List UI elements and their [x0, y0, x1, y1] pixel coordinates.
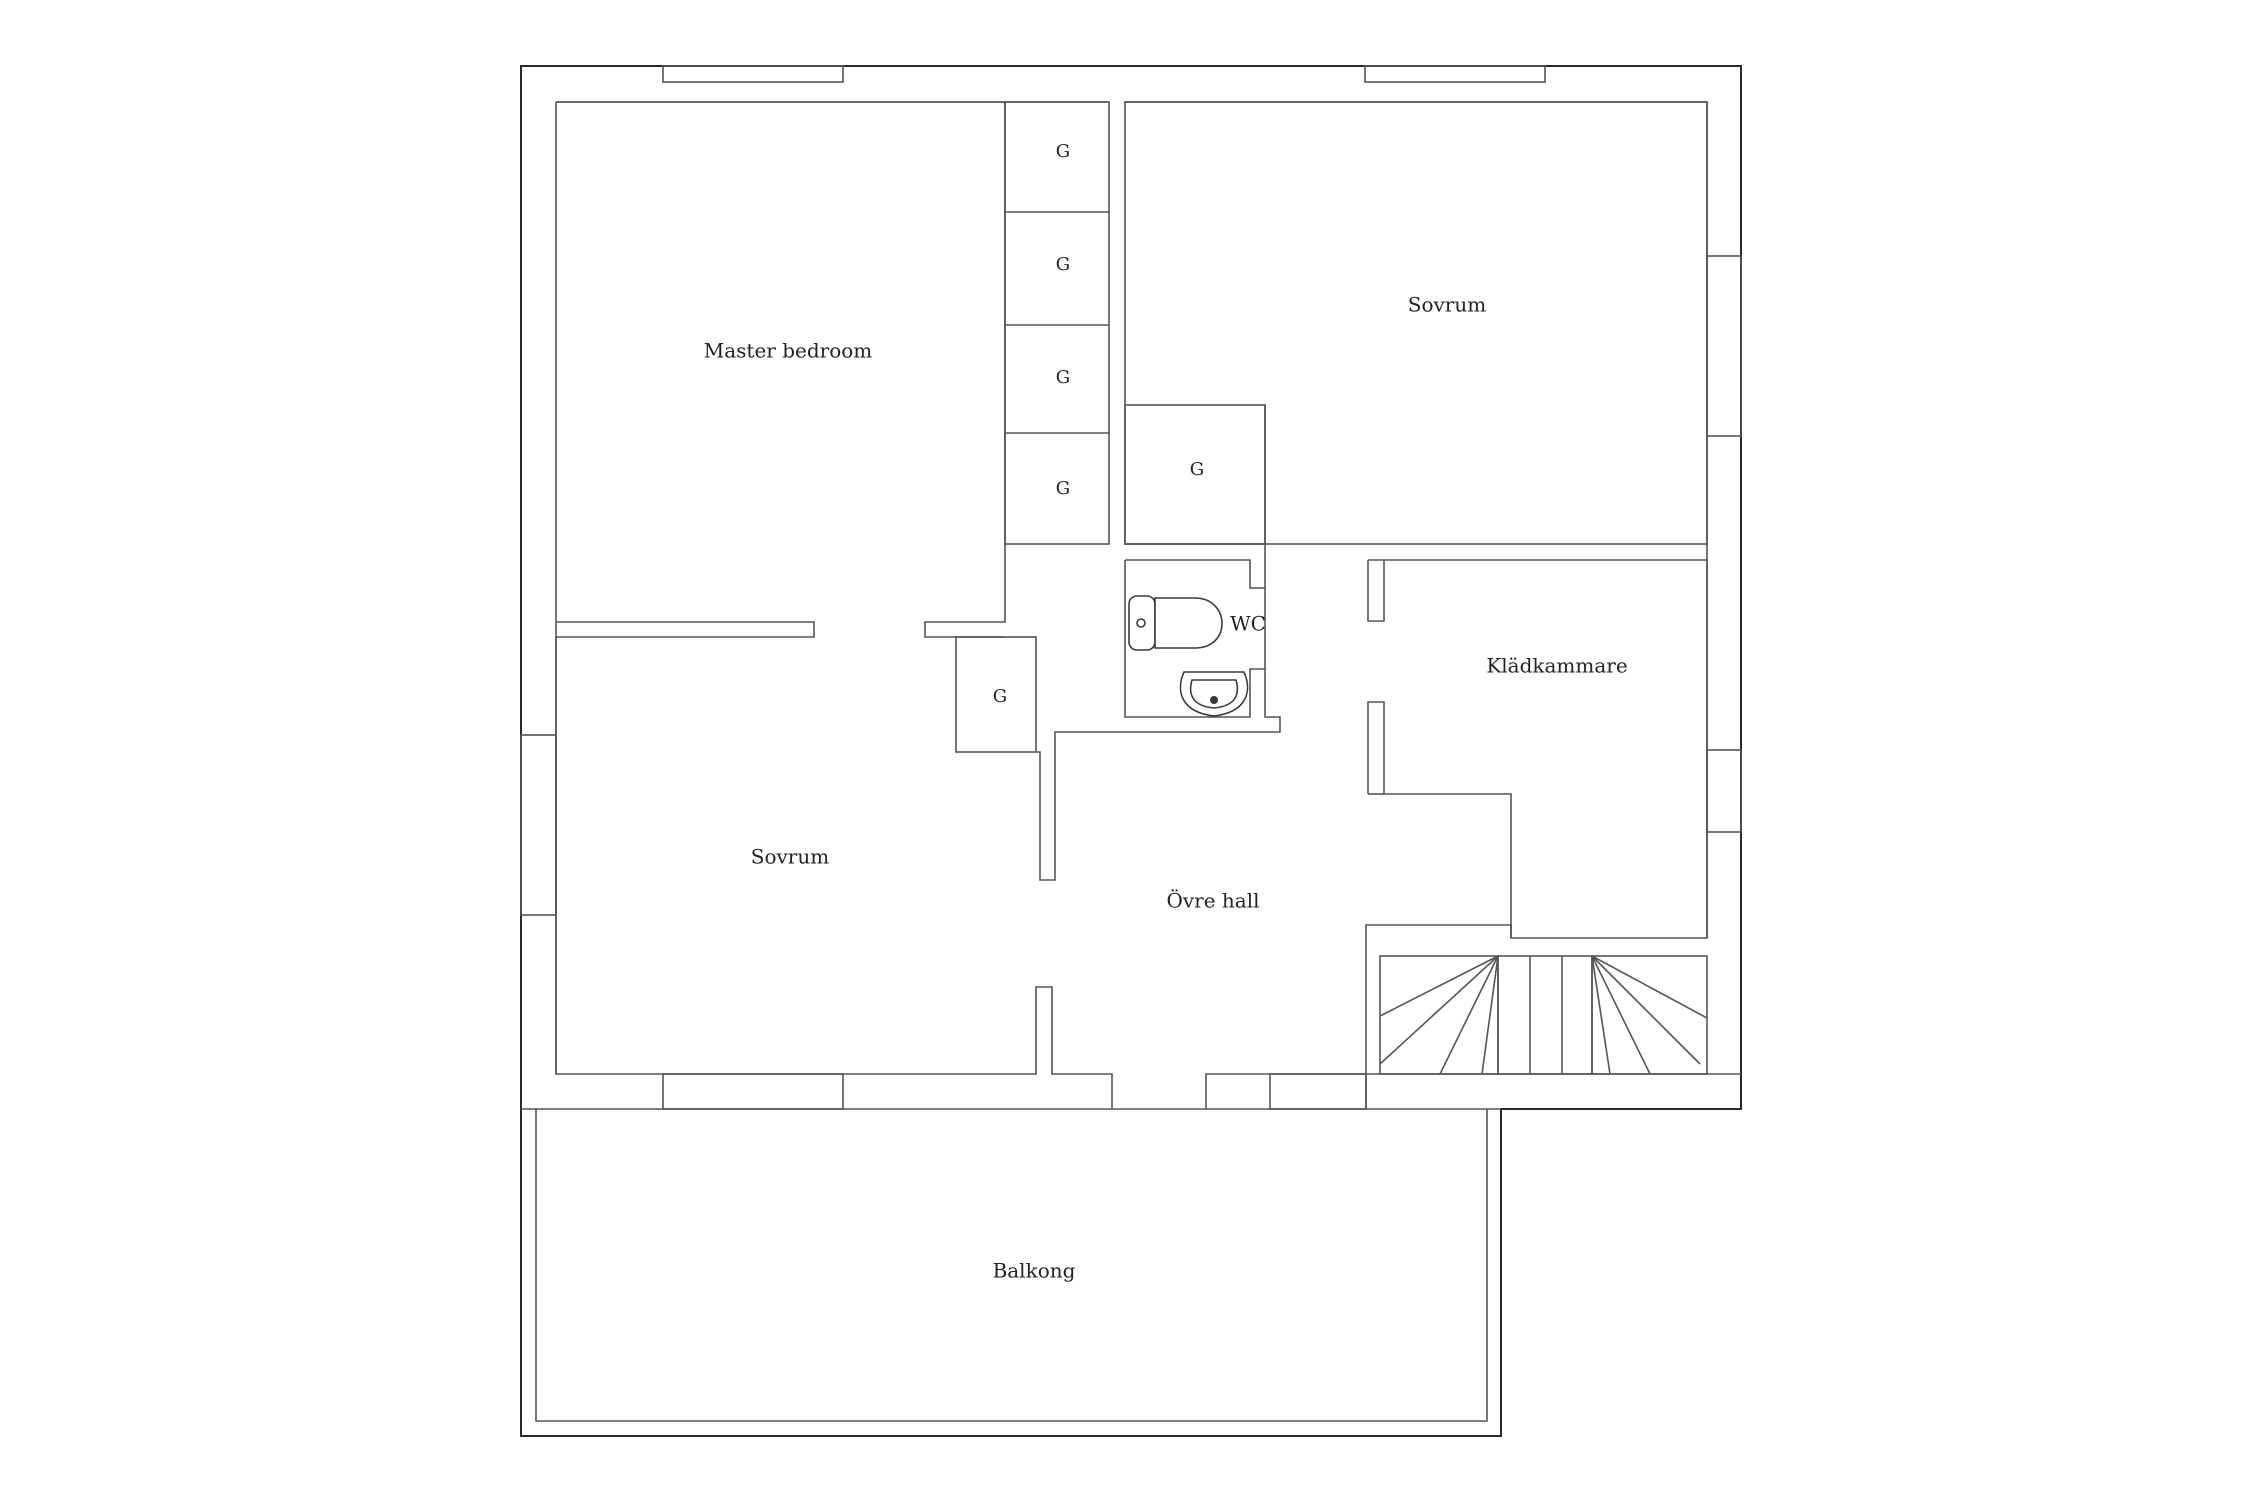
window-top-right	[1364, 65, 1546, 83]
windows	[520, 65, 1742, 1110]
wall-sovrum-top	[1124, 101, 1708, 545]
window-top-left	[662, 65, 844, 83]
wall-sovrum-bottom	[555, 637, 1113, 1109]
label-closet-6: G	[993, 686, 1007, 707]
label-closet-5: G	[1190, 459, 1204, 480]
stairs-left-flight	[1379, 955, 1499, 1075]
label-closet-1: G	[1056, 141, 1070, 162]
outer-walls	[520, 65, 1742, 1437]
wall-kladkammare	[1367, 559, 1708, 939]
label-closet-3: G	[1056, 367, 1070, 388]
sink-icon	[1179, 671, 1249, 717]
label-master-bedroom: Master bedroom	[704, 339, 873, 363]
window-right-lower	[1706, 749, 1742, 833]
staircase	[1379, 955, 1708, 1075]
wall-master-bedroom	[556, 101, 1006, 638]
label-kladkammare: Klädkammare	[1486, 654, 1627, 678]
label-balkong: Balkong	[993, 1259, 1076, 1283]
label-closet-2: G	[1056, 254, 1070, 275]
window-bottom-left	[662, 1073, 844, 1110]
window-bottom-right	[1269, 1073, 1367, 1110]
closet-labels: G G G G G G	[993, 141, 1204, 707]
wall-stairs	[1365, 924, 1512, 1074]
interior-walls	[555, 101, 1741, 1109]
window-left	[520, 734, 557, 916]
label-wc: WC	[1230, 612, 1266, 636]
closet-hall	[955, 636, 1037, 753]
wall-wc	[1037, 405, 1281, 881]
closet-column	[1004, 101, 1110, 545]
stairs-mid-flight	[1497, 955, 1593, 1075]
label-sovrum-bottom: Sovrum	[751, 845, 829, 869]
toilet-icon	[1128, 595, 1223, 651]
label-closet-4: G	[1056, 478, 1070, 499]
label-sovrum-top: Sovrum	[1408, 293, 1486, 317]
room-labels: Master bedroom Sovrum Sovrum WC Klädkamm…	[704, 293, 1628, 1283]
window-right-upper	[1706, 255, 1742, 437]
label-ovre-hall: Övre hall	[1166, 888, 1259, 913]
